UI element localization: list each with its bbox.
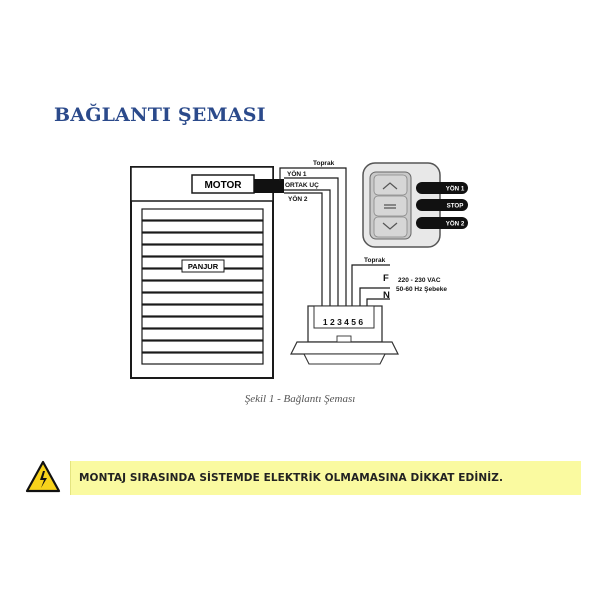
warning-banner: MONTAJ SIRASINDA SİSTEMDE ELEKTRİK OLMAM… — [70, 461, 581, 495]
up-arrow-icon — [382, 182, 398, 190]
switch-button-down — [373, 216, 408, 238]
mains-wires — [351, 264, 390, 308]
mains-labels: Toprak F N 220 - 230 VAC 50-60 Hz Şebeke — [364, 257, 447, 301]
label-common: ORTAK UÇ — [285, 182, 319, 189]
wire-earth-motor — [279, 167, 347, 308]
label-frequency: 50-60 Hz Şebeke — [396, 286, 447, 293]
wire-mains-earth — [351, 264, 390, 308]
switch-label-stop: STOP — [447, 203, 464, 210]
figure-caption: Şekil 1 - Bağlantı Şeması — [244, 393, 356, 405]
shutter: MOTOR PANJUR — [130, 166, 284, 379]
page-title: BAĞLANTI ŞEMASI — [54, 104, 266, 126]
switch-label-down: YÖN 2 — [446, 221, 465, 228]
wall-switch: YÖN 1 STOP YÖN 2 — [362, 162, 468, 248]
wire-neutral — [366, 298, 390, 308]
wire-common — [284, 189, 331, 308]
wire-phase — [359, 287, 390, 308]
switch-mechanism: 1 2 3 4 5 6 — [290, 305, 399, 365]
callout-bar-stop — [416, 199, 468, 211]
label-dir2: YÖN 2 — [288, 194, 308, 203]
mechanism-clip — [336, 335, 352, 343]
label-phase: F — [383, 273, 389, 284]
label-motor-earth: Toprak — [313, 160, 335, 167]
motor-label: MOTOR — [204, 180, 242, 191]
switch-button-up — [373, 174, 408, 196]
motor-cable — [254, 179, 284, 193]
stop-bars-icon — [384, 204, 396, 209]
warning-triangle-icon — [25, 460, 61, 493]
mechanism-terminal-block — [313, 305, 375, 329]
switch-label-up: YÖN 1 — [446, 186, 465, 193]
callout-bar-down — [416, 217, 468, 229]
panjur-label-box — [181, 259, 225, 273]
motor-wire-labels: Toprak YÖN 1 ORTAK UÇ YÖN 2 — [285, 160, 335, 203]
label-neutral: N — [383, 290, 390, 301]
wire-dir2 — [284, 192, 323, 308]
callout-bar-up — [416, 182, 468, 194]
wire-dir1 — [284, 177, 339, 308]
shutter-slats — [141, 208, 264, 365]
label-voltage: 220 - 230 VAC — [398, 277, 441, 284]
panjur-label: PANJUR — [188, 262, 219, 271]
mechanism-base — [303, 353, 386, 365]
switch-button-stop — [373, 195, 408, 217]
down-arrow-icon — [382, 222, 398, 230]
label-dir1: YÖN 1 — [287, 169, 307, 178]
mechanism-flange — [290, 341, 399, 355]
terminal-numbers: 1 2 3 4 5 6 — [323, 317, 363, 327]
label-mains-earth: Toprak — [364, 257, 386, 264]
warning-text: MONTAJ SIRASINDA SİSTEMDE ELEKTRİK OLMAM… — [79, 472, 504, 484]
motor-wires — [279, 167, 347, 308]
